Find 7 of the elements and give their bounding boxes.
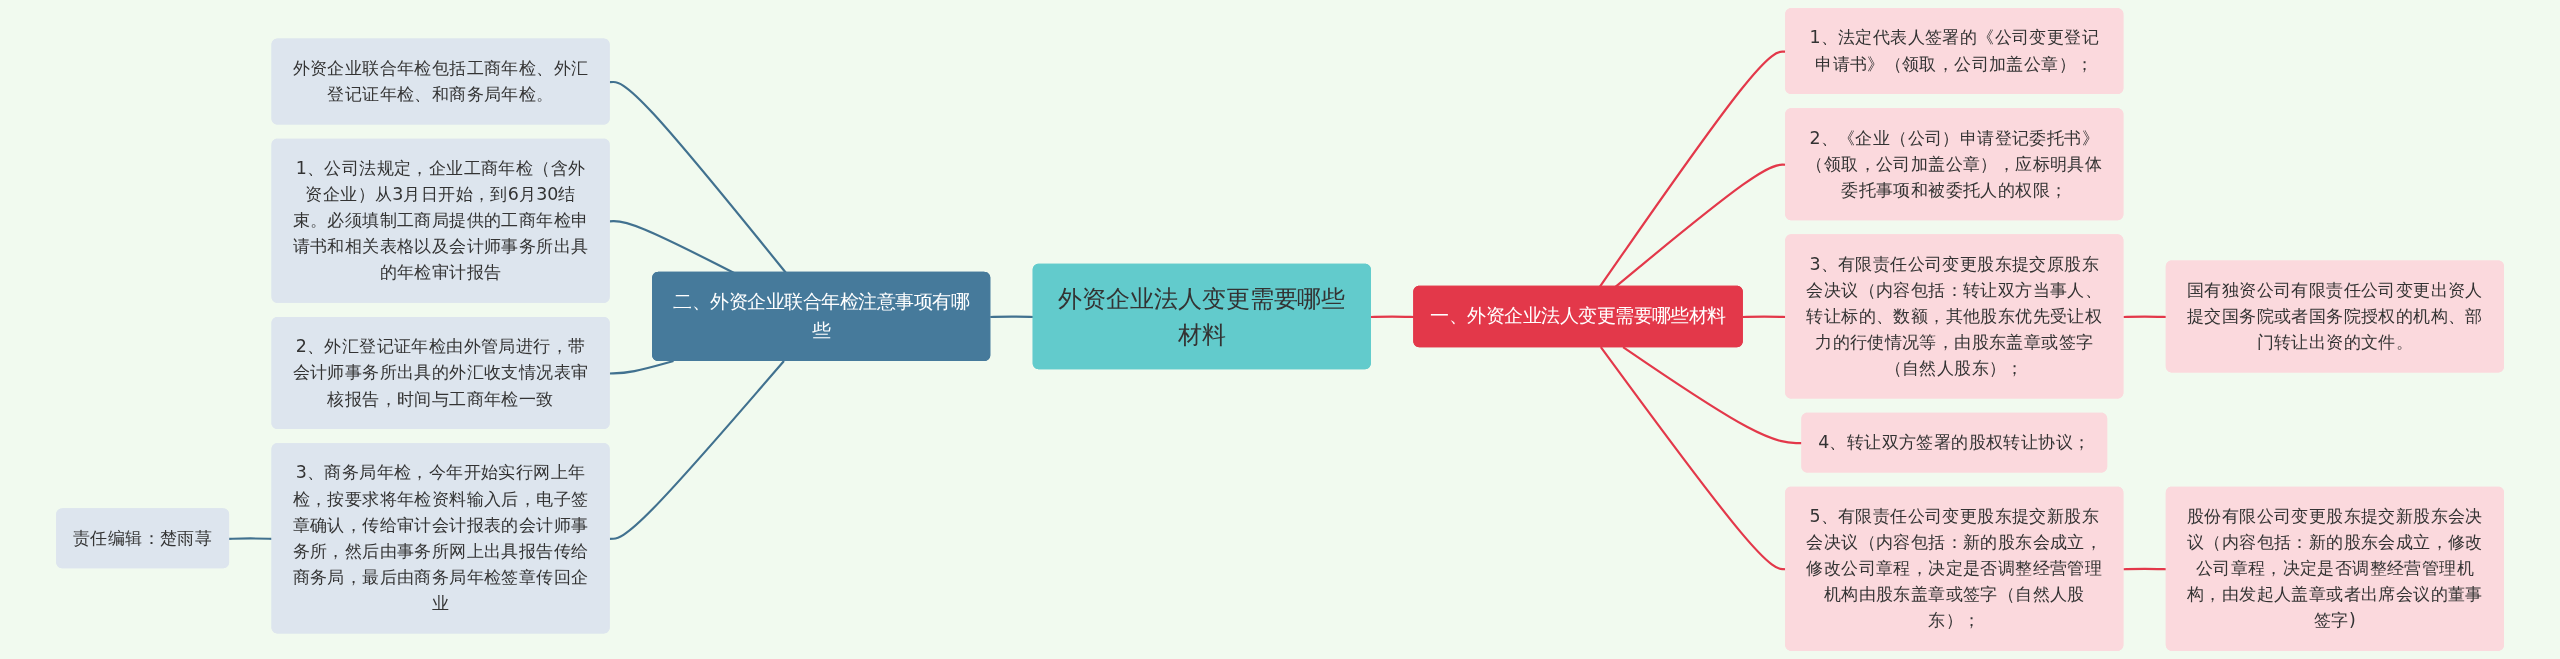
connector	[609, 360, 785, 540]
connector	[609, 80, 787, 274]
connector	[609, 360, 674, 375]
connector	[2123, 315, 2167, 319]
connector	[609, 220, 735, 274]
connector	[990, 315, 1034, 319]
connector	[2123, 567, 2167, 571]
